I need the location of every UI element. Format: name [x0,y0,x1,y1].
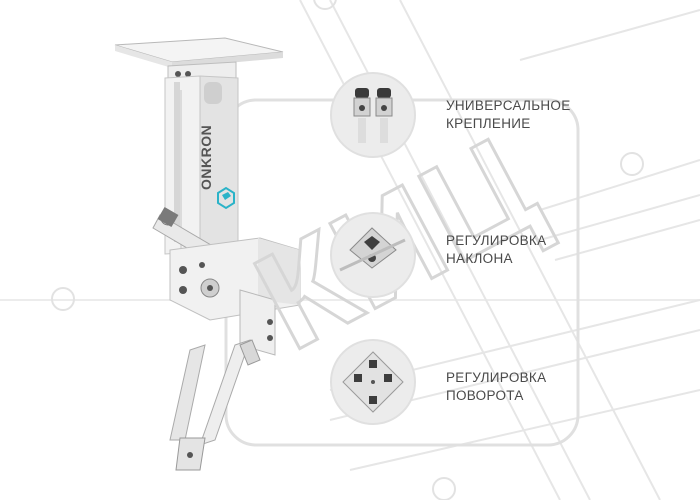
feature-label-universal-mount: УНИВЕРСАЛЬНОЕ КРЕПЛЕНИЕ [446,97,666,133]
feature-label-rotation-adjustment: РЕГУЛИРОВКА ПОВОРОТА [446,369,666,405]
side-bracket [239,289,276,356]
feature-label-line: РЕГУЛИРОВКА [446,370,547,385]
feature-label-line: НАКЛОНА [446,251,513,266]
feature-detail-1 [330,72,416,158]
feature-detail-3 [330,339,416,425]
feature-label-line: КРЕПЛЕНИЕ [446,116,531,131]
feature-label-line: ПОВОРОТА [446,388,524,403]
feature-label-line: РЕГУЛИРОВКА [446,233,547,248]
projector-mount [114,37,301,471]
feature-label-line: УНИВЕРСАЛЬНОЕ [446,98,571,113]
feature-detail-2 [330,212,416,298]
brand-name: ONKRON [198,124,214,190]
brand-logo [217,186,235,210]
feature-label-tilt-adjustment: РЕГУЛИРОВКА НАКЛОНА [446,232,666,268]
mounting-legs [169,339,261,471]
